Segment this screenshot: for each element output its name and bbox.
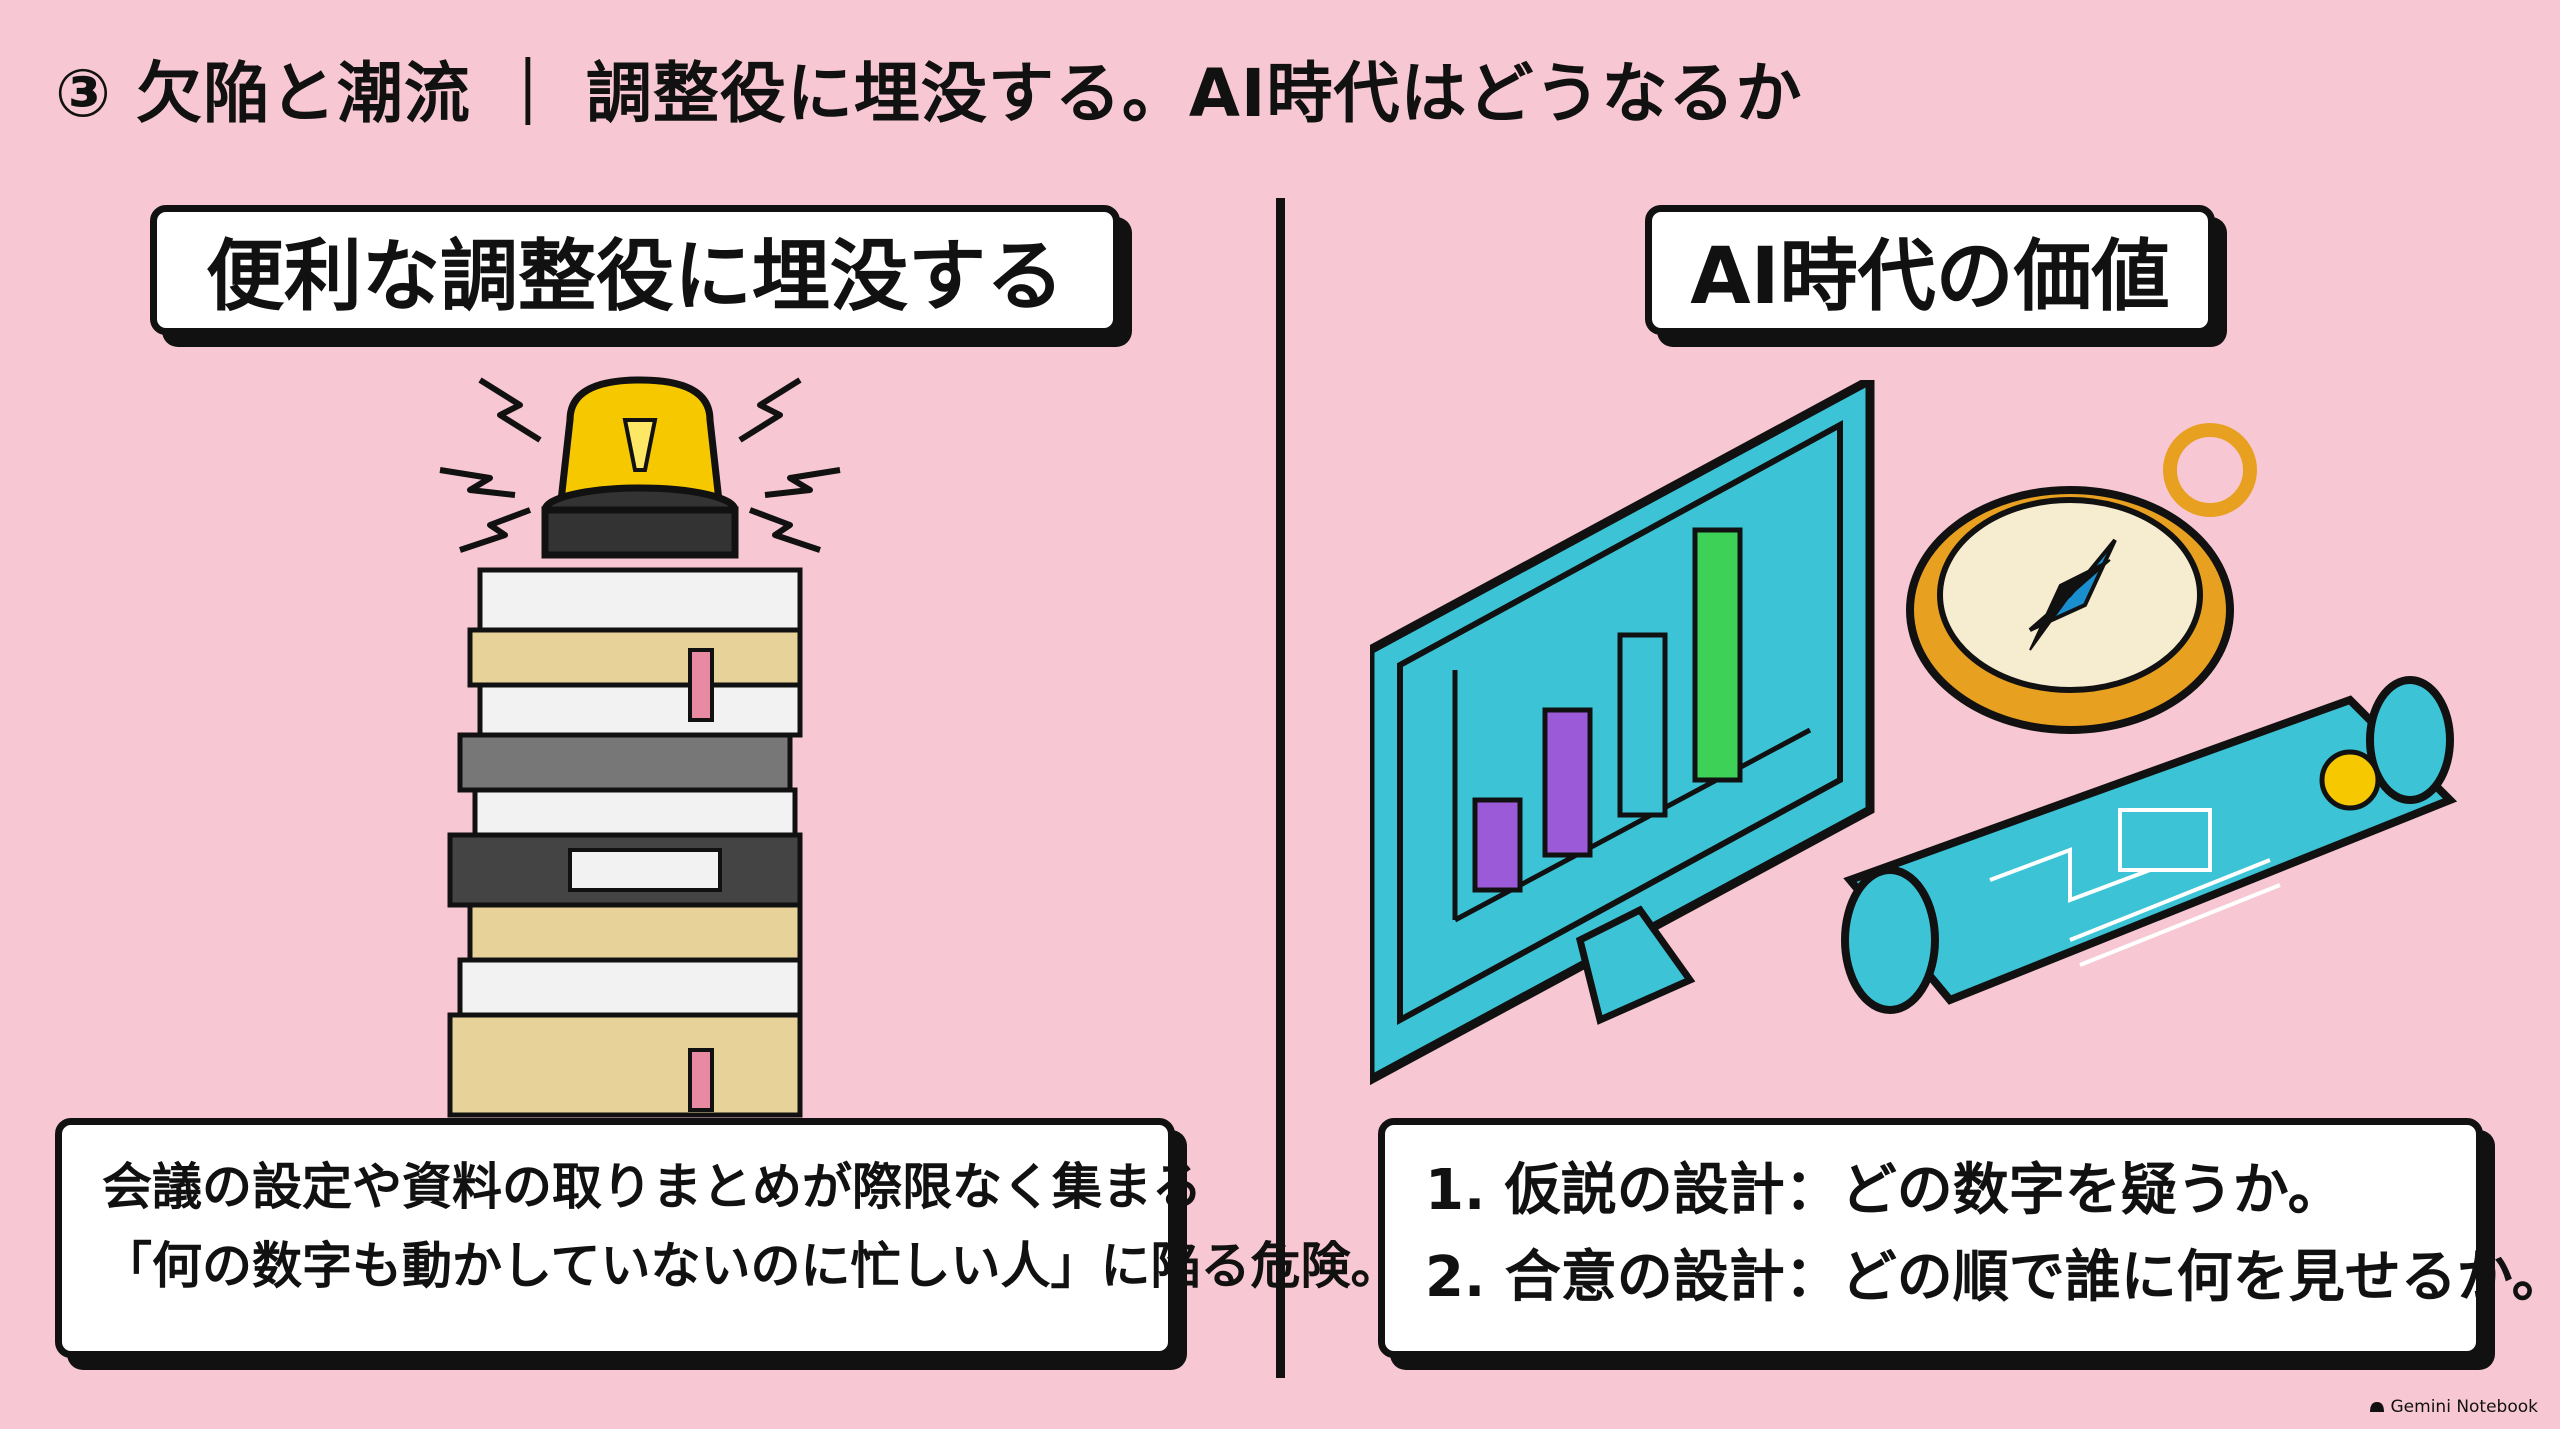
- brand-label: Gemini Notebook: [2390, 1397, 2539, 1417]
- lightning-marks: [439, 377, 841, 553]
- left-description: 会議の設定や資料の取りまとめが際限なく集まる 「何の数字も動かしていないのに忙し…: [55, 1118, 1401, 1358]
- blueprint-scroll-icon: [1841, 676, 2458, 1014]
- center-divider: [1276, 198, 1285, 1378]
- right-illustration: [1370, 380, 2458, 1086]
- brand-watermark: Gemini Notebook: [2369, 1397, 2539, 1417]
- right-heading: AI時代の価値: [1645, 205, 2215, 335]
- right-line-1: 1. 仮説の設計：どの数字を疑うか。: [1425, 1158, 2344, 1223]
- monitor-chart-icon: [1370, 380, 1875, 1086]
- gemini-logo-icon: [2369, 1402, 2384, 1412]
- alarm-light-icon: [541, 376, 739, 559]
- left-line-2: 「何の数字も動かしていないのに忙しい人」に陥る危険。: [102, 1237, 1401, 1295]
- document-stack-icon: [439, 376, 841, 1118]
- left-heading: 便利な調整役に埋没する: [150, 205, 1120, 335]
- left-line-1: 会議の設定や資料の取りまとめが際限なく集まる: [102, 1158, 1202, 1216]
- right-description: 1. 仮説の設計：どの数字を疑うか。 2. 合意の設計：どの順で誰に何を見せるか…: [1378, 1118, 2560, 1358]
- compass-icon: [1906, 423, 2257, 734]
- right-line-2: 2. 合意の設計：どの順で誰に何を見せるか。: [1425, 1244, 2560, 1310]
- page-title: ③ 欠陥と潮流 ｜ 調整役に埋没する。AI時代はどうなるか: [55, 55, 1803, 132]
